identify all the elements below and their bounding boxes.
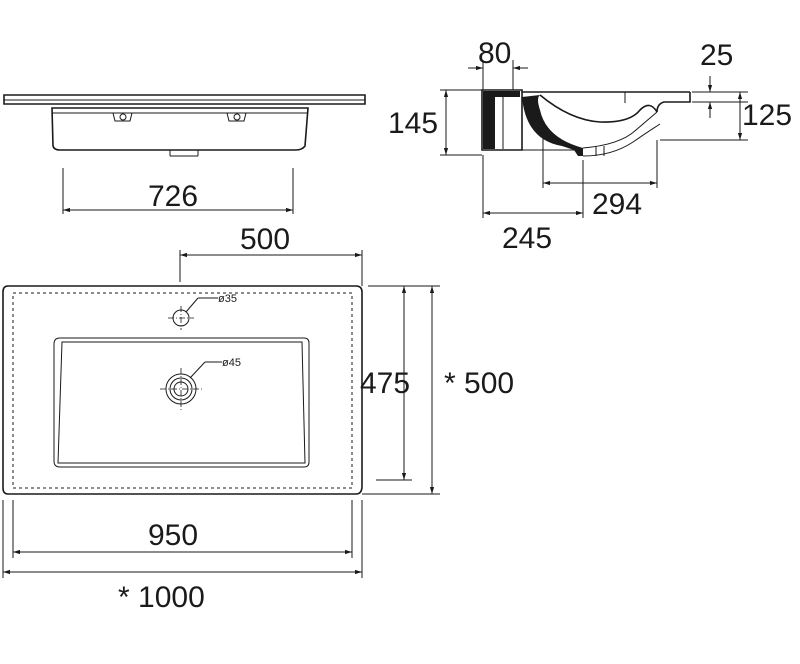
waste-hole-label: ø45 — [222, 357, 241, 369]
section-view: 80 25 125 145 — [388, 37, 792, 255]
dim-294: 294 — [592, 188, 642, 221]
dim-245: 245 — [502, 222, 552, 255]
dim-80: 80 — [478, 37, 511, 70]
plan-view: 500 ø35 ø45 475 — [2, 223, 514, 614]
dim-145: 145 — [388, 107, 438, 140]
bracket-right-icon — [226, 112, 247, 122]
dim-25: 25 — [700, 39, 733, 72]
dim-cabinet-500: * 500 — [444, 367, 514, 400]
waste-hole-icon — [160, 368, 204, 410]
dim-726: 726 — [148, 180, 198, 213]
dim-cabinet-1000: * 1000 — [118, 581, 205, 614]
tap-hole-label: ø35 — [218, 293, 237, 305]
tap-hole-icon — [168, 306, 194, 330]
dim-950: 950 — [148, 519, 198, 552]
front-view: 726 — [3, 94, 366, 214]
dim-475: 475 — [360, 367, 410, 400]
bracket-left-icon — [112, 112, 133, 122]
dim-125: 125 — [742, 99, 792, 132]
dim-500: 500 — [240, 223, 290, 256]
